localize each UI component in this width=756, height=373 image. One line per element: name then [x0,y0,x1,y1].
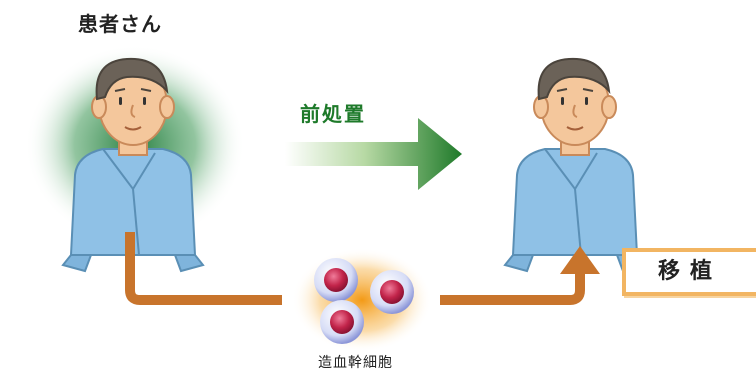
patient-figure-after [504,57,646,273]
pretreatment-label: 前処置 [300,102,366,126]
stem-cell-icon [370,270,414,314]
flow-arrow-left [125,232,282,305]
flow-arrow-right [440,272,585,305]
stem-cells-label: 造血幹細胞 [318,355,393,371]
stem-cell-icon [314,258,358,302]
transplant-box: 移植 [622,248,756,296]
transplant-label: 移植 [657,259,722,284]
arrow-up-icon [560,246,600,274]
stem-cell-icon [320,300,364,344]
patient-label: 患者さん [78,12,162,36]
pretreatment-arrow [285,118,462,190]
